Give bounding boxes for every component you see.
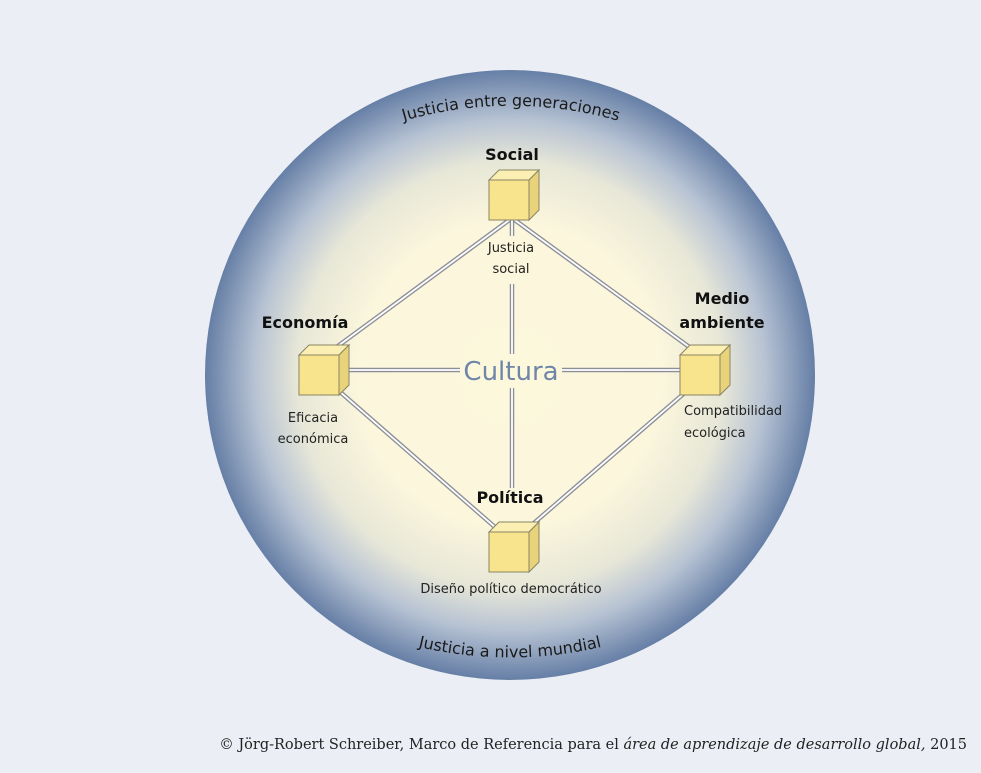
credit-prefix: © Jörg-Robert Schreiber, Marco de Refere…	[219, 737, 624, 753]
medio-ambiente-title-line-1: Medio	[695, 289, 750, 308]
medio-ambiente-subtitle-line-1: Compatibilidad	[684, 404, 782, 419]
social-subtitle-line-2: social	[492, 262, 529, 277]
medio-ambiente-subtitle-line-2: ecológica	[684, 426, 746, 441]
economia-subtitle-line-1: Eficacia	[288, 411, 338, 426]
social-title: Social	[485, 145, 539, 164]
medio-ambiente-title-line-2: ambiente	[679, 313, 764, 332]
economia-title: Economía	[262, 313, 349, 332]
economia-subtitle-line-2: económica	[278, 432, 349, 447]
outer-circle	[205, 70, 815, 680]
credit-suffix: 2015	[925, 737, 967, 753]
cube-economia	[298, 344, 350, 396]
politica-subtitle: Diseño político democrático	[420, 582, 601, 597]
center-label: Cultura	[463, 357, 558, 387]
credit-italic: área de aprendizaje de desarrollo global…	[623, 737, 926, 753]
cube-social	[488, 169, 540, 221]
copyright-credit: © Jörg-Robert Schreiber, Marco de Refere…	[219, 737, 967, 753]
cube-politica	[488, 521, 540, 573]
politica-title: Política	[476, 488, 543, 507]
cube-medio-ambiente	[679, 344, 731, 396]
social-subtitle-line-1: Justicia	[487, 241, 534, 256]
